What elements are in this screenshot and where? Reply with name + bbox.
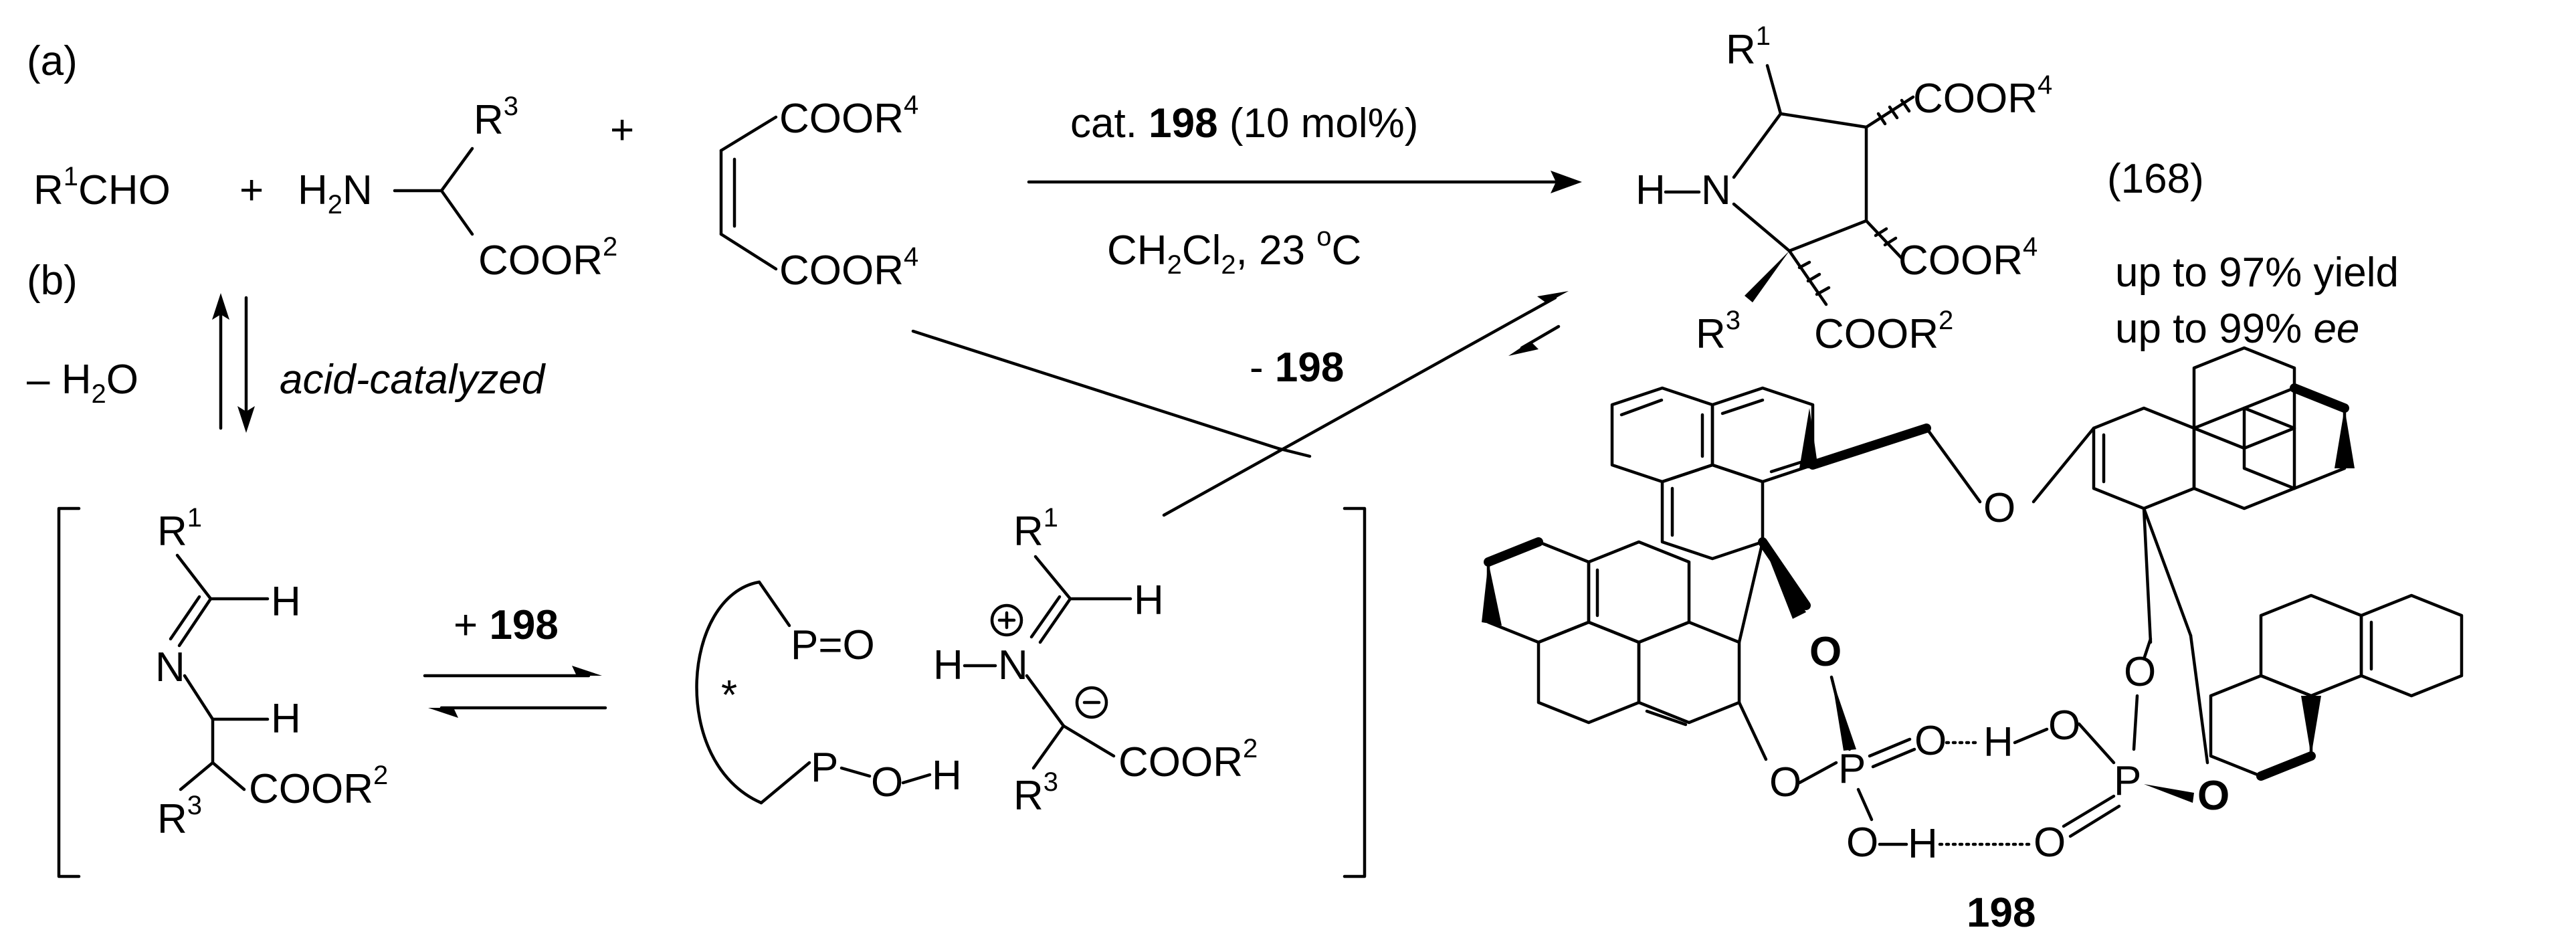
svg-text:R1: R1 xyxy=(157,503,202,555)
svg-text:O: O xyxy=(1846,820,1878,866)
svg-text:H: H xyxy=(1983,719,2013,765)
svg-text:R3: R3 xyxy=(474,92,518,143)
svg-text:R3: R3 xyxy=(1013,767,1058,819)
svg-text:COOR4: COOR4 xyxy=(779,242,918,294)
plus-sign-1: + xyxy=(239,167,264,213)
svg-text:O: O xyxy=(2124,649,2156,695)
svg-text:*: * xyxy=(721,672,737,719)
svg-text:+ 198: + 198 xyxy=(454,602,559,648)
svg-text:COOR4: COOR4 xyxy=(1913,70,2052,122)
main-reaction-arrow: cat. 198 (10 mol%) CH2Cl2, 23 oC xyxy=(1027,100,1582,280)
svg-text:P: P xyxy=(1838,746,1866,792)
minus-catalyst-label: - 198 xyxy=(1250,345,1344,391)
svg-text:R1CHO: R1CHO xyxy=(33,162,171,213)
svg-text:R1: R1 xyxy=(1726,21,1771,73)
crossing-lines xyxy=(911,291,1569,517)
svg-text:R1: R1 xyxy=(1013,503,1058,555)
svg-text:O: O xyxy=(1914,718,1947,764)
svg-text:P=O: P=O xyxy=(791,622,875,668)
ether-oxygen: O xyxy=(1983,485,2015,531)
svg-text:H: H xyxy=(271,579,301,625)
ee-text: up to 99% ee xyxy=(2115,306,2359,352)
catalyst-equilibrium-arrows: + 198 xyxy=(423,602,607,718)
svg-text:COOR2: COOR2 xyxy=(249,761,388,812)
pyrrolidine-product: H N R1 COOR4 COOR4 R3 COOR2 xyxy=(1636,21,2052,357)
svg-text:H2N: H2N xyxy=(298,167,373,219)
right-bracket xyxy=(1343,506,1367,878)
svg-text:COOR2: COOR2 xyxy=(1814,306,1953,357)
svg-text:H: H xyxy=(933,642,963,688)
svg-text:O: O xyxy=(1809,629,1842,675)
svg-text:COOR4: COOR4 xyxy=(779,90,918,142)
svg-text:N: N xyxy=(1701,167,1731,213)
svg-text:cat. 198 (10 mol%): cat. 198 (10 mol%) xyxy=(1070,100,1418,147)
plus-sign-2: + xyxy=(610,107,634,153)
svg-text:O: O xyxy=(2048,702,2080,749)
svg-text:N: N xyxy=(155,644,185,690)
yield-text: up to 97% yield xyxy=(2115,250,2399,296)
svg-text:H: H xyxy=(1134,577,1164,624)
water-equilibrium-arrows xyxy=(212,293,255,433)
svg-text:R3: R3 xyxy=(1696,306,1741,357)
svg-text:COOR4: COOR4 xyxy=(1898,232,2038,284)
svg-text:O: O xyxy=(2197,773,2230,819)
svg-text:CH2Cl2, 23 oC: CH2Cl2, 23 oC xyxy=(1107,222,1361,280)
maleate-reactant: COOR4 COOR4 xyxy=(719,90,918,294)
svg-text:P: P xyxy=(2114,758,2141,804)
part-b-label: (b) xyxy=(27,258,78,304)
catalyst-198-label: 198 xyxy=(1967,890,2036,936)
aldehyde-reactant: R1CHO xyxy=(33,162,171,213)
equation-number: (168) xyxy=(2107,156,2204,202)
svg-text:R3: R3 xyxy=(157,791,202,842)
svg-text:O: O xyxy=(1769,759,1801,806)
svg-text:O: O xyxy=(871,759,903,806)
left-bracket xyxy=(57,506,1367,878)
minus-water-label: – H2O xyxy=(27,357,138,409)
ion-pair-intermediate: P=O * P O H R1 H H N R3 COOR2 xyxy=(695,503,1258,819)
amino-ester-reactant: H2N R3 COOR2 xyxy=(298,92,617,284)
svg-text:COOR2: COOR2 xyxy=(478,232,617,284)
acid-catalyzed-label: acid-catalyzed xyxy=(280,357,547,403)
svg-text:H: H xyxy=(271,696,301,742)
svg-text:H: H xyxy=(1636,167,1666,213)
svg-text:N: N xyxy=(998,642,1028,688)
svg-text:H: H xyxy=(932,753,962,799)
svg-text:H: H xyxy=(1908,821,1938,867)
svg-text:O: O xyxy=(2034,820,2066,866)
svg-text:P: P xyxy=(811,745,838,791)
part-a-label: (a) xyxy=(27,38,78,84)
catalyst-198-structure: O O O P O H O O H O P xyxy=(1482,346,2464,867)
imine-intermediate: R1 H N H R3 COOR2 xyxy=(155,503,388,842)
svg-text:COOR2: COOR2 xyxy=(1118,734,1258,785)
